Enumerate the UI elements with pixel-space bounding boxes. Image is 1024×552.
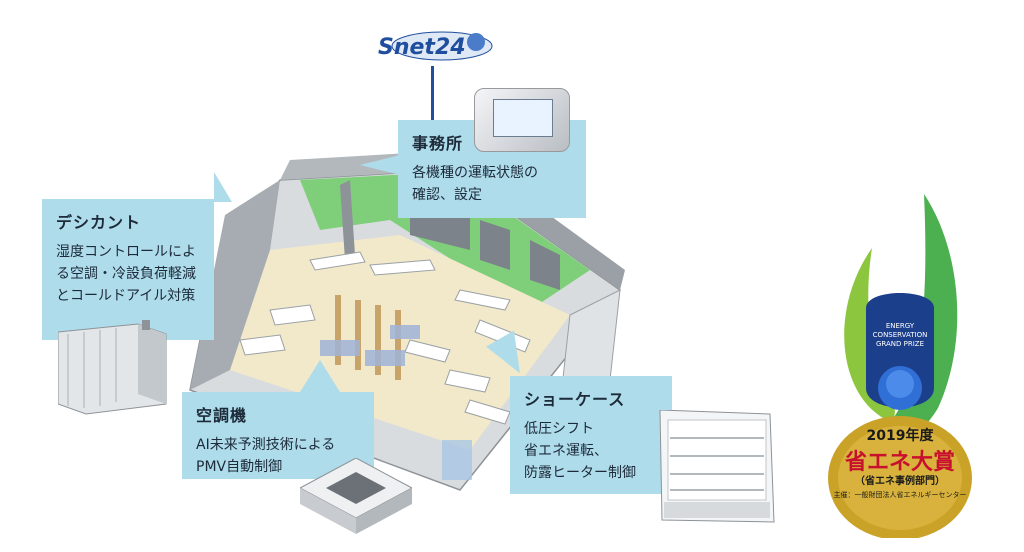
award-main-title: 省エネ大賞 [844,450,955,475]
callout-showcase-line: 防露ヒーター制御 [524,465,636,481]
callout-aircon-title: 空調機 [196,406,248,425]
controller-device [474,88,570,152]
award-name-line: GRAND PRIZE [875,340,924,348]
callout-desiccant-pointer [214,172,232,202]
callout-desiccant-line: 湿度コントロールによ [56,244,196,260]
callout-aircon: 空調機 AI未来予測技術による PMV自動制御 [182,392,374,479]
logo-text: Snet24 [378,35,466,60]
ceiling-aircon-unit [298,457,414,538]
callout-office-line: 各機種の運転状態の [412,165,538,181]
callout-aircon-line: PMV自動制御 [196,459,283,475]
award-year: 2019年度 [866,428,934,444]
energy-award-badge: ENERGY CONSERVATION GRAND PRIZE 2019年度 省… [820,188,980,540]
controller-screen [493,99,553,137]
callout-aircon-pointer [300,360,340,392]
callout-office-pointer [360,155,400,175]
award-category: （省エネ事例部門） [855,476,945,487]
callout-showcase-title: ショーケース [524,390,626,409]
award-name: ENERGY CONSERVATION GRAND PRIZE [866,322,934,349]
callout-desiccant-line: とコールドアイル対策 [56,288,196,304]
showcase-refrigerator [650,409,776,526]
callout-showcase-line: 低圧シフト [524,421,594,437]
award-sponsor: 主催：一般財団法人省エネルギーセンター [833,491,967,499]
callout-office-title: 事務所 [412,134,464,153]
award-name-line: CONSERVATION [872,331,928,339]
callout-desiccant-line: る空調・冷設負荷軽減 [56,266,196,282]
callout-showcase-line: 省エネ運転、 [524,443,608,459]
callout-desiccant-title: デシカント [56,213,142,232]
callout-aircon-line: AI未来予測技術による [196,437,336,453]
callout-desiccant: デシカント 湿度コントロールによ る空調・冷設負荷軽減 とコールドアイル対策 [42,199,214,340]
snet24-logo: Snet24 [372,24,496,68]
award-name-line: ENERGY [885,322,915,330]
callout-office-line: 確認、設定 [412,187,482,203]
connection-line [431,66,434,120]
desiccant-unit [57,320,168,416]
callout-showcase: ショーケース 低圧シフト 省エネ運転、 防露ヒーター制御 [510,376,672,494]
